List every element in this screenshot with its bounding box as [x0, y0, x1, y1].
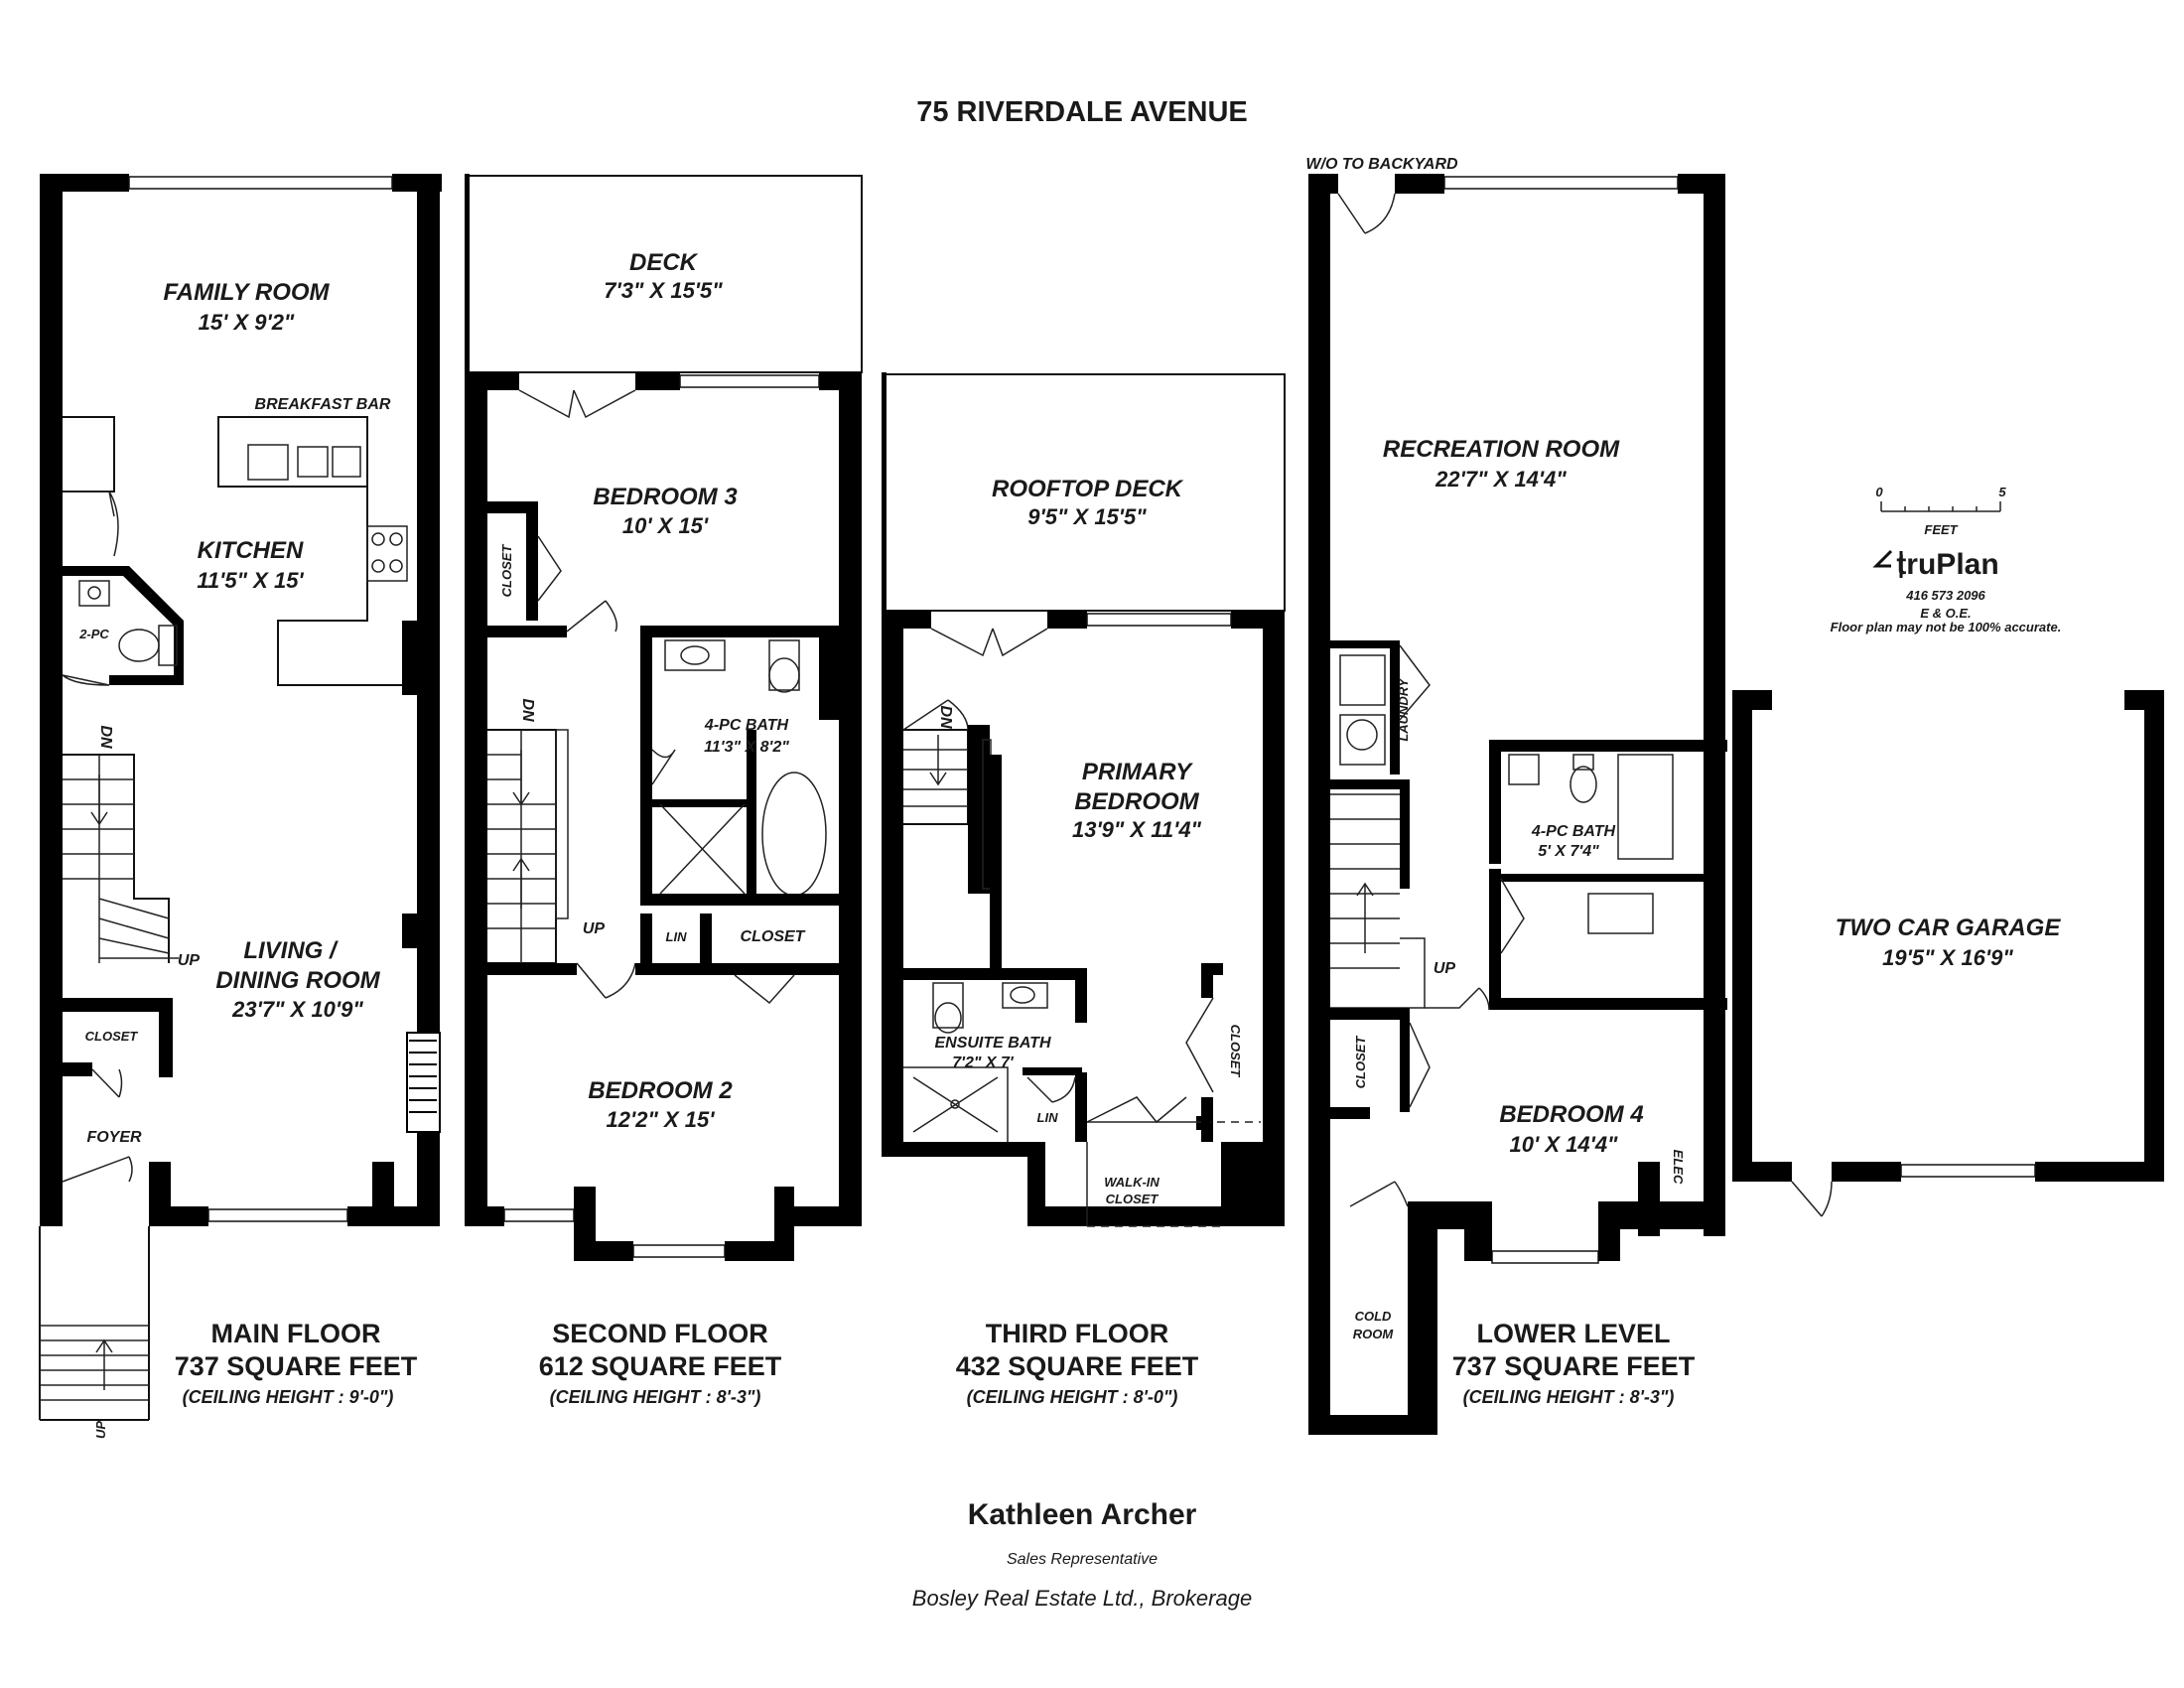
property-address-title: 75 RIVERDALE AVENUE [916, 96, 1248, 128]
second-floor-title: SECOND FLOOR [552, 1319, 768, 1348]
living-dim: 23'7" X 10'9" [231, 997, 363, 1022]
lower-level-ceiling: (CEILING HEIGHT : 8'-3") [1463, 1387, 1675, 1407]
scale-five: 5 [1998, 485, 2006, 499]
living-label-1: LIVING / [243, 937, 339, 964]
breakfast-bar-label: BREAKFAST BAR [255, 396, 391, 413]
ensuite-dim: 7'2" X 7' [952, 1055, 1015, 1071]
bedroom-4-dim: 10' X 14'4" [1510, 1132, 1619, 1157]
second-floor-ceiling: (CEILING HEIGHT : 8'-3") [550, 1387, 761, 1407]
primary-label-2: BEDROOM [1074, 788, 1199, 815]
rooftop-deck-label: ROOFTOP DECK [992, 476, 1184, 502]
truplan-logo-icon [1872, 549, 1903, 578]
main-floor-plan: FAMILY ROOM 15' X 9'2" BREAKFAST BAR KIT… [39, 174, 442, 1439]
cold-room-label-1: COLD [1355, 1309, 1392, 1324]
primary-dim: 13'9" X 11'4" [1072, 817, 1202, 842]
second-closet-label: CLOSET [741, 928, 806, 945]
agent-name: Kathleen Archer [968, 1498, 1197, 1531]
porch-up-label: UP [93, 1421, 108, 1439]
second-lin-label: LIN [666, 929, 688, 944]
second-bath-label: 4-PC BATH [704, 717, 789, 734]
family-room-dim: 15' X 9'2" [199, 310, 295, 335]
bedroom-2-dim: 12'2" X 15' [607, 1107, 716, 1132]
lower-level-area: 737 SQUARE FEET [1452, 1351, 1696, 1381]
third-floor-plan: ROOFTOP DECK 9'5" X 15'5" PRIMARY BEDROO… [882, 372, 1286, 1227]
laundry-label: LAUNDRY [1396, 677, 1411, 742]
family-room-label: FAMILY ROOM [163, 279, 330, 306]
scale-zero: 0 [1875, 485, 1883, 499]
main-floor-area: 737 SQUARE FEET [175, 1351, 418, 1381]
brand-phone: 416 573 2096 [1905, 588, 1985, 603]
recreation-room-label: RECREATION ROOM [1383, 436, 1620, 463]
lower-up-label: UP [1433, 960, 1456, 977]
third-closet-label: CLOSET [1228, 1025, 1243, 1078]
ensuite-label: ENSUITE BATH [934, 1035, 1050, 1052]
brand-disclaimer: Floor plan may not be 100% accurate. [1831, 620, 2062, 634]
living-label-2: DINING ROOM [215, 967, 380, 994]
third-floor-title: THIRD FLOOR [986, 1319, 1168, 1348]
third-floor-ceiling: (CEILING HEIGHT : 8'-0") [967, 1387, 1178, 1407]
primary-label-1: PRIMARY [1082, 759, 1193, 785]
bed3-closet-label: CLOSET [499, 544, 514, 598]
cold-room-label-2: ROOM [1353, 1327, 1395, 1341]
second-up-label: UP [583, 920, 606, 937]
lower-level-title: LOWER LEVEL [1477, 1319, 1671, 1348]
third-floor-area: 432 SQUARE FEET [956, 1351, 1199, 1381]
two-pc-label: 2-PC [78, 627, 109, 641]
main-dn-label: DN [97, 725, 114, 749]
bedroom-3-label: BEDROOM 3 [593, 484, 738, 510]
third-dn-label: DN [937, 705, 954, 729]
second-bath-dim: 11'3" X 8'2" [704, 739, 789, 756]
kitchen-dim: 11'5" X 15' [197, 568, 304, 593]
scale-unit: FEET [1924, 522, 1958, 537]
brand-eoe: E & O.E. [1920, 606, 1971, 621]
bedroom-4-label: BEDROOM 4 [1499, 1101, 1643, 1128]
second-dn-label: DN [519, 698, 536, 722]
second-floor-plan: DECK 7'3" X 15'5" BEDROOM 3 10' X 15' CL… [465, 174, 863, 1261]
foyer-label: FOYER [86, 1129, 142, 1146]
main-floor-ceiling: (CEILING HEIGHT : 9'-0") [183, 1387, 394, 1407]
walkin-label-1: WALK-IN [1104, 1175, 1160, 1190]
bedroom-3-dim: 10' X 15' [622, 513, 709, 538]
lower-closet-label: CLOSET [1353, 1036, 1368, 1089]
main-closet-label: CLOSET [85, 1029, 139, 1044]
bedroom-2-label: BEDROOM 2 [588, 1077, 733, 1104]
lower-bath-label: 4-PC BATH [1531, 823, 1616, 840]
main-up-label: UP [178, 952, 201, 969]
garage-label: TWO CAR GARAGE [1836, 914, 2062, 941]
recreation-room-dim: 22'7" X 14'4" [1434, 467, 1567, 492]
deck-label: DECK [629, 249, 699, 276]
deck-dim: 7'3" X 15'5" [604, 278, 723, 303]
truplan-logo: truPlan [1896, 548, 1998, 581]
garage-plan: TWO CAR GARAGE 19'5" X 16'9" [1732, 690, 2164, 1217]
agent-brokerage: Bosley Real Estate Ltd., Brokerage [912, 1586, 1252, 1611]
garage-dim: 19'5" X 16'9" [1882, 945, 2013, 970]
rooftop-deck-dim: 9'5" X 15'5" [1027, 504, 1147, 529]
agent-role: Sales Representative [1007, 1551, 1158, 1568]
walkout-label: W/O TO BACKYARD [1305, 156, 1458, 173]
second-floor-area: 612 SQUARE FEET [539, 1351, 782, 1381]
walkin-label-2: CLOSET [1106, 1192, 1160, 1206]
main-floor-title: MAIN FLOOR [211, 1319, 381, 1348]
elec-label: ELEC [1671, 1150, 1686, 1185]
third-lin-label: LIN [1037, 1110, 1059, 1125]
kitchen-label: KITCHEN [198, 537, 304, 564]
scale-and-logo: 0 5 FEET truPlan 416 573 2096 E & O.E. F… [1831, 485, 2062, 634]
lower-bath-dim: 5' X 7'4" [1538, 843, 1599, 860]
lower-level-plan: W/O TO BACKYARD RECREATION ROOM 22'7" X … [1305, 156, 1727, 1435]
